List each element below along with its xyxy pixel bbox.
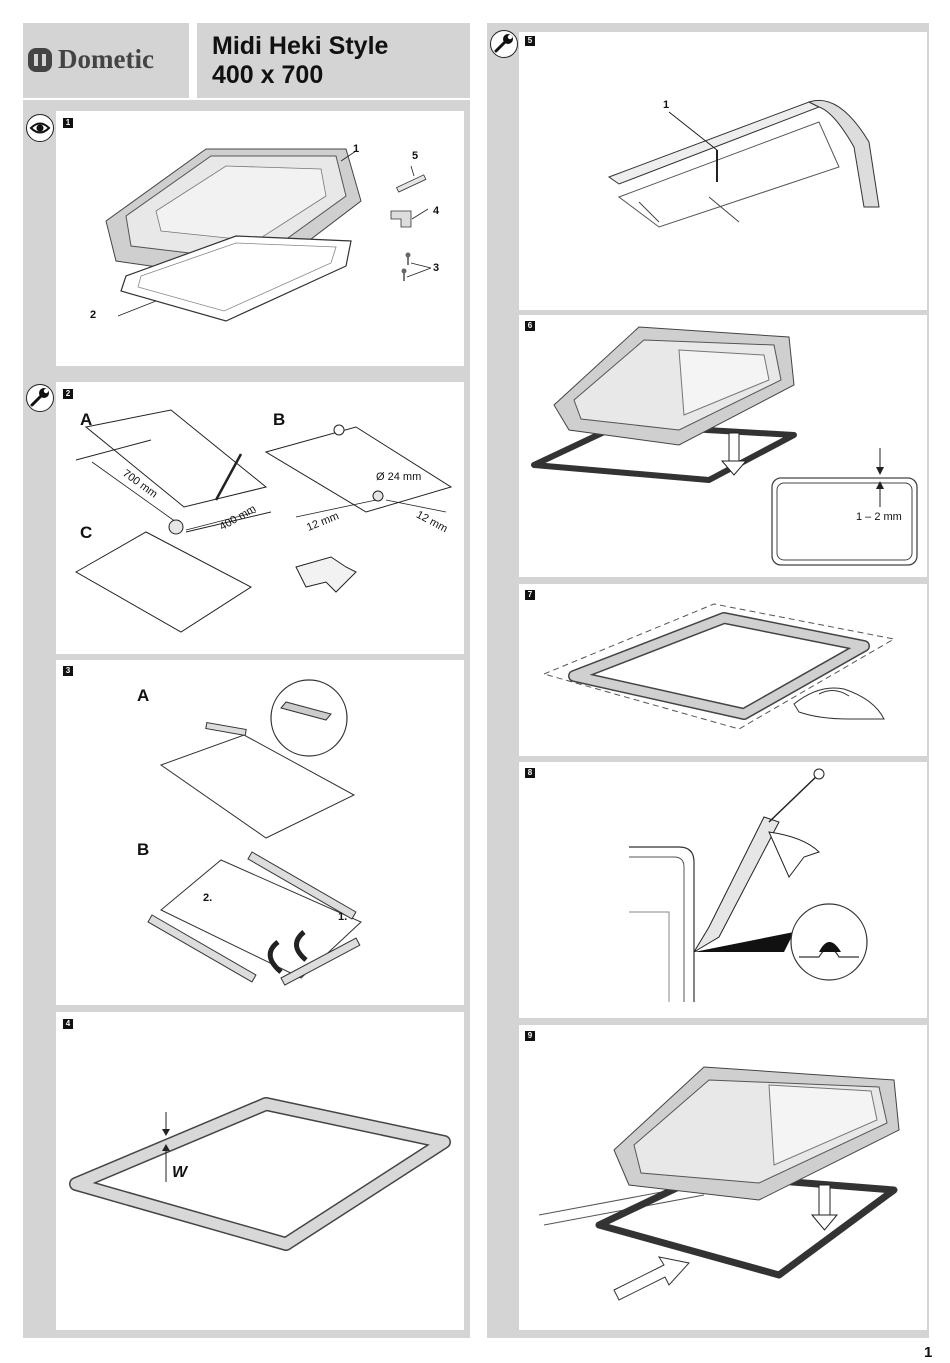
step-9-badge: 9 (525, 1031, 535, 1041)
step-2-sub-a: A (80, 410, 93, 429)
tape-frame-width-diagram (69, 1097, 451, 1251)
callout-2: 2 (90, 309, 97, 321)
callout-4: 4 (433, 205, 440, 217)
step-3-b-step-2: 2. (203, 892, 213, 904)
dimension-24mm: Ø 24 mm (376, 471, 422, 483)
dometic-logo: Dometic (28, 44, 188, 76)
step-1-badge: 1 (63, 118, 73, 128)
eye-icon (26, 114, 54, 142)
place-skylight-diagram (531, 326, 918, 566)
brand-name: Dometic (58, 44, 154, 74)
step-7-badge: 7 (525, 590, 535, 600)
step-5-callout-1: 1 (663, 99, 670, 111)
step-2-badge: 2 (63, 389, 73, 399)
callout-1: 1 (353, 143, 360, 155)
step-2-sub-c: C (80, 523, 93, 542)
page-title-line-2: 400 x 700 (212, 61, 324, 89)
step-3-b-step-1: 1. (338, 911, 348, 923)
step-3-sub-a: A (137, 686, 150, 705)
title-box (197, 23, 470, 98)
sealant-application-diagram (629, 768, 868, 1002)
frame-corner-detail (607, 99, 880, 228)
callout-3: 3 (433, 262, 440, 274)
page-number: 1 (924, 1344, 933, 1361)
marking-diagram (74, 409, 453, 633)
callout-5: 5 (412, 150, 419, 162)
wrench-icon (26, 384, 54, 412)
step-5-badge: 5 (525, 36, 535, 46)
step-3-badge: 3 (63, 666, 73, 676)
tape-width-label: W (172, 1164, 188, 1181)
dometic-logo-mark (28, 48, 52, 72)
wrench-icon (490, 30, 518, 58)
gap-dimension: 1 – 2 mm (856, 511, 902, 523)
step-8-badge: 8 (525, 768, 535, 778)
step-8-panel (519, 762, 927, 1018)
step-4-badge: 4 (63, 1019, 73, 1029)
clean-surface-diagram (543, 603, 895, 730)
skylight-exploded-illustration (105, 148, 432, 322)
final-install-diagram (538, 1066, 900, 1301)
step-2-sub-b: B (273, 410, 286, 429)
page-title-line-1: Midi Heki Style (212, 32, 389, 60)
step-3-sub-b: B (137, 840, 150, 859)
step-6-badge: 6 (525, 321, 535, 331)
step-2-panel (56, 382, 464, 654)
cleaning-and-tape-diagram (147, 679, 362, 986)
